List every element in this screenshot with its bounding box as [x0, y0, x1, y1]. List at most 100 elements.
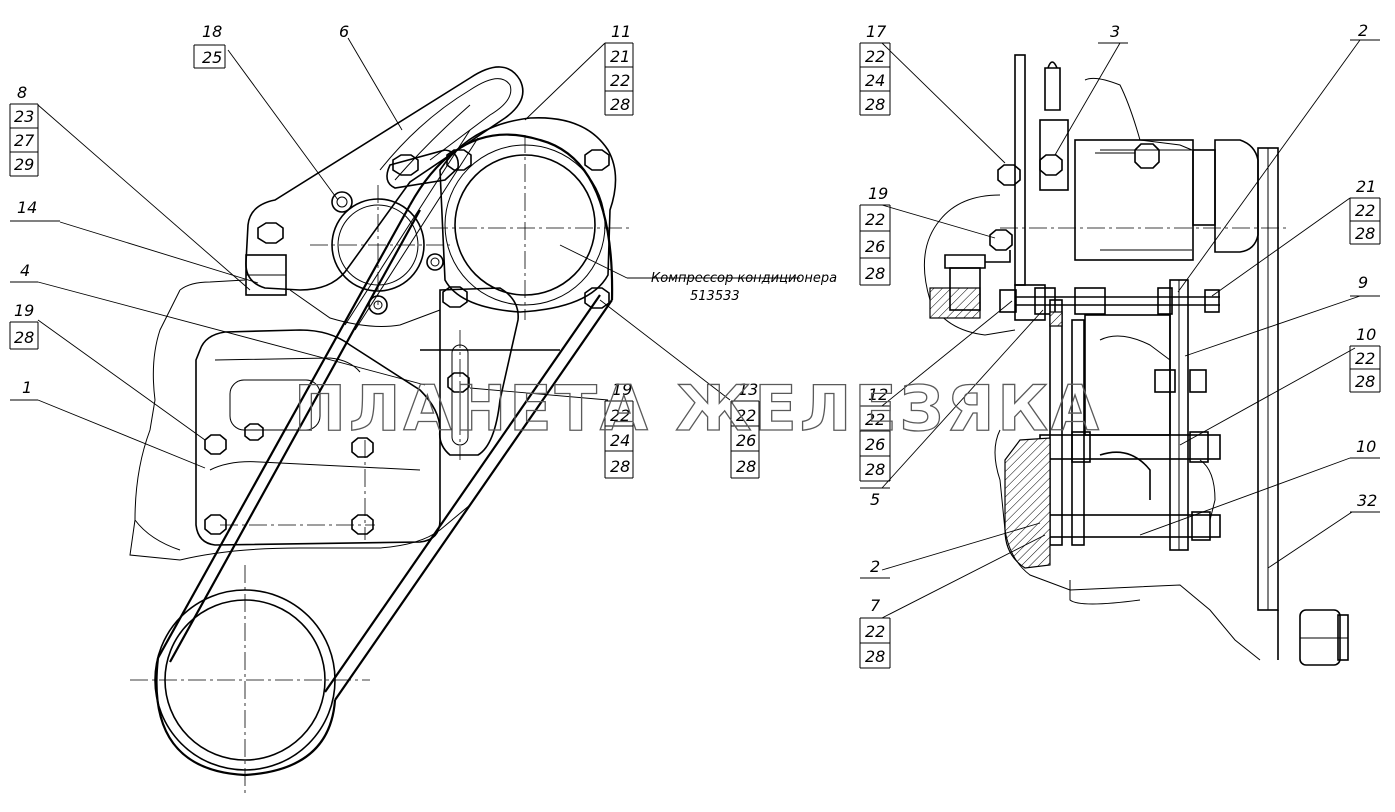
callout-32-number: 32 [1357, 491, 1377, 510]
compressor-pulley-side [1192, 139, 1279, 660]
callout-10a: 10 22 28 [1349, 325, 1381, 393]
callout-11: 11 21 22 28 [604, 22, 634, 116]
engine-block-outline [129, 279, 471, 561]
through-bolt-row [999, 287, 1220, 327]
clamp-block [245, 254, 287, 296]
callout-3-number: 3 [1110, 22, 1120, 41]
callout-19a: 19 28 [9, 301, 39, 350]
callout-17: 17 22 24 28 [859, 22, 891, 116]
lower-bolts [1039, 369, 1221, 541]
callout-10a-ref-2: 28 [1355, 372, 1375, 391]
callout-11-ref-3: 28 [610, 95, 630, 114]
callout-10b-number: 10 [1356, 437, 1376, 456]
callout-1-number: 1 [22, 378, 32, 397]
callout-21-number: 21 [1356, 177, 1376, 196]
callout-13-number: 13 [738, 380, 758, 399]
callout-19c: 19 22 26 28 [859, 184, 891, 286]
compressor-side-body [1000, 77, 1290, 261]
callout-4-number: 4 [20, 261, 30, 280]
callout-11-number: 11 [611, 22, 631, 41]
callout-13-ref-1: 22 [736, 406, 756, 425]
right-leader-lines [881, 39, 1361, 619]
callout-19c-number: 19 [868, 184, 888, 203]
crankshaft-pulley [130, 565, 370, 795]
callout-11-ref-1: 21 [610, 47, 630, 66]
callout-19b-ref-1: 22 [610, 406, 630, 425]
callout-6-number: 6 [339, 22, 349, 41]
callout-12: 12 22 26 28 [859, 385, 891, 482]
callout-19b-ref-3: 28 [610, 457, 630, 476]
callout-19a-ref-1: 28 [14, 328, 34, 347]
tensioner-section [923, 61, 1063, 336]
slot-bracket [438, 287, 519, 460]
compressor-name: Компрессор кондиционера [651, 271, 837, 286]
callout-19b-number: 19 [612, 380, 632, 399]
mount-plates [1014, 54, 1189, 551]
left-leader-lines [37, 37, 800, 469]
callout-12-ref-3: 28 [865, 460, 885, 479]
lower-housing [994, 429, 1261, 661]
callout-2a: 2 [1350, 21, 1380, 41]
callout-4: 4 [10, 261, 38, 283]
callout-8-number: 8 [17, 83, 27, 102]
callout-10b: 10 [1350, 437, 1380, 459]
callout-5: 5 [860, 487, 890, 509]
callout-17-ref-1: 22 [865, 47, 885, 66]
watermark: ПЛАНЕТА ЖЕЛЕЗЯКА [294, 372, 1102, 445]
callout-19b-ref-2: 24 [610, 431, 630, 450]
drive-belt [155, 129, 614, 777]
callout-21-ref-2: 28 [1355, 224, 1375, 243]
left-view [37, 37, 800, 795]
callout-13-ref-3: 28 [736, 457, 756, 476]
callout-17-number: 17 [866, 22, 887, 41]
callout-21-ref-1: 22 [1355, 201, 1375, 220]
callout-7-ref-2: 28 [865, 647, 885, 666]
callout-19c-ref-3: 28 [865, 264, 885, 283]
callout-12-ref-1: 22 [865, 410, 885, 429]
callout-18-number: 18 [202, 22, 222, 41]
callout-6: 6 [339, 22, 349, 41]
callout-2b: 2 [860, 557, 890, 579]
callout-10a-ref-1: 22 [1355, 349, 1375, 368]
hex-bolts [204, 149, 610, 535]
callout-2a-number: 2 [1358, 21, 1368, 40]
tension-arm [245, 66, 524, 291]
compressor-body [430, 116, 630, 320]
idler-pulley [310, 185, 450, 305]
callout-7-ref-1: 22 [865, 622, 885, 641]
callout-7: 7 22 28 [859, 596, 891, 669]
callout-18-ref-1: 25 [202, 48, 222, 67]
bottom-clamp [1299, 609, 1349, 666]
callout-8-ref-1: 23 [14, 107, 34, 126]
callout-14-number: 14 [17, 198, 37, 217]
callout-19a-number: 19 [14, 301, 34, 320]
compressor-note: Компрессор кондиционера 513533 [651, 271, 837, 304]
callout-12-number: 12 [868, 385, 888, 404]
callout-1: 1 [10, 378, 38, 401]
callout-19c-ref-1: 22 [865, 210, 885, 229]
callout-18: 18 25 [193, 22, 226, 69]
callout-9-number: 9 [1358, 273, 1368, 292]
callout-13-ref-2: 26 [736, 431, 756, 450]
callout-8: 8 23 27 29 [9, 83, 39, 177]
callout-14: 14 [10, 198, 60, 222]
callout-7-number: 7 [870, 596, 881, 615]
callout-5-number: 5 [870, 490, 880, 509]
callout-12-ref-2: 26 [865, 435, 885, 454]
callout-11-ref-2: 22 [610, 71, 630, 90]
right-view [881, 39, 1361, 666]
callout-8-ref-3: 29 [14, 155, 34, 174]
callout-2b-number: 2 [870, 557, 880, 576]
callout-21: 21 22 28 [1349, 177, 1381, 245]
compressor-code: 513533 [690, 289, 740, 304]
callout-3: 3 [1098, 22, 1128, 44]
callout-13: 13 22 26 28 [730, 380, 760, 479]
callout-17-ref-3: 28 [865, 95, 885, 114]
callout-10a-number: 10 [1356, 325, 1376, 344]
callout-8-ref-2: 27 [14, 131, 35, 150]
callout-19b: 19 22 24 28 [604, 380, 634, 479]
callout-17-ref-2: 24 [865, 71, 885, 90]
callout-19c-ref-2: 26 [865, 237, 885, 256]
callout-32: 32 [1350, 491, 1380, 513]
